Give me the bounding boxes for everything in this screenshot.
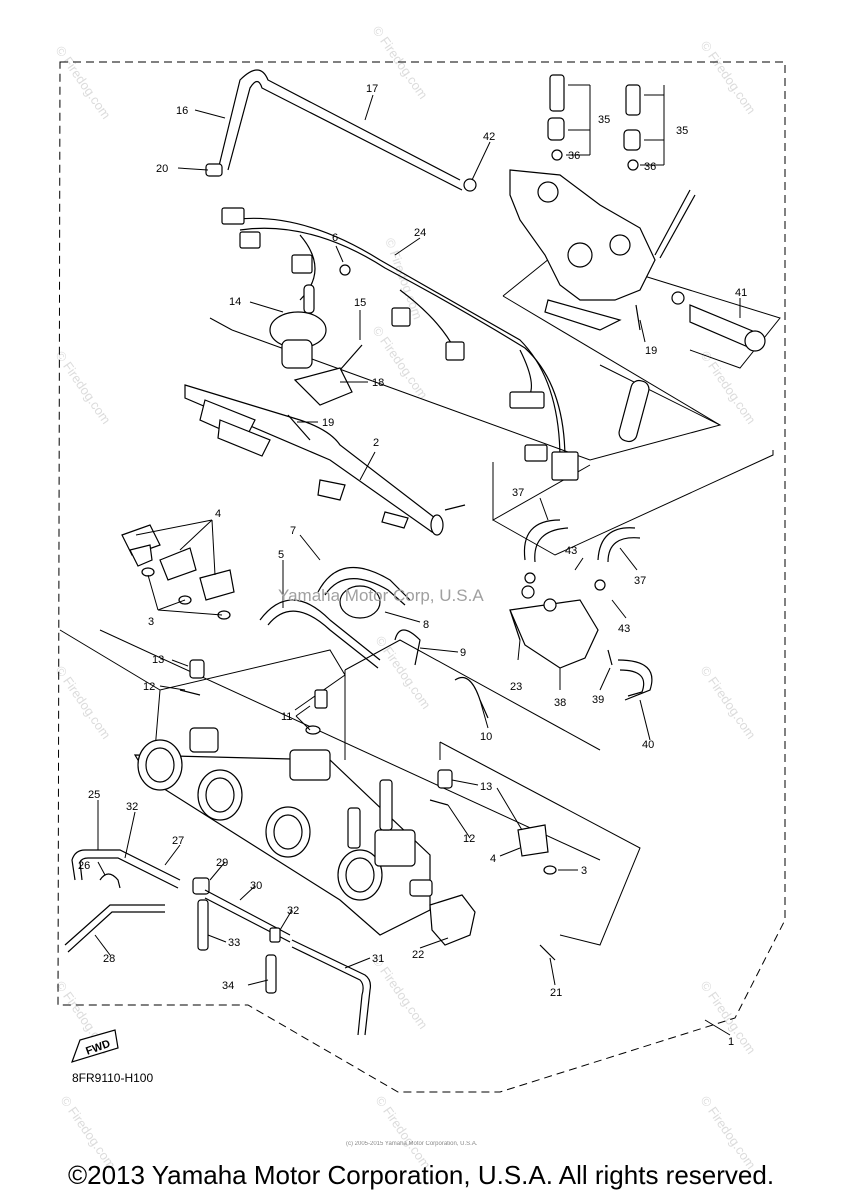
copyright-notice: ©2013 Yamaha Motor Corporation, U.S.A. A…: [67, 1160, 775, 1190]
watermark-text: © Firedog.com: [373, 633, 434, 712]
callout-43: 43: [565, 545, 577, 557]
callout-labels: 1 2 3 3 4 4 5 7 6 8 9 10 11 12 12 13 13 …: [78, 83, 747, 1048]
callout-33: 33: [228, 937, 240, 949]
watermark-text: © Firedog.com: [698, 663, 759, 742]
callout-5: 5: [278, 549, 284, 561]
callout-21: 21: [550, 987, 562, 999]
callout-9: 9: [460, 647, 466, 659]
parts-drawing: [64, 69, 766, 1036]
callout-12: 12: [143, 681, 155, 693]
callout-26: 26: [78, 860, 90, 872]
callout-15: 15: [354, 297, 366, 309]
callout-38: 38: [554, 697, 566, 709]
callout-39: 39: [592, 694, 604, 706]
callout-32: 32: [126, 801, 138, 813]
callout-12: 12: [463, 833, 475, 845]
callout-14: 14: [229, 296, 241, 308]
callout-19: 19: [645, 345, 657, 357]
callout-29: 29: [216, 857, 228, 869]
small-watermark: (c) 2005-2015 Yamaha Motor Corporation, …: [346, 1141, 478, 1147]
callout-34: 34: [222, 980, 234, 992]
callout-36: 36: [568, 150, 580, 162]
callout-20: 20: [156, 163, 168, 175]
callout-17: 17: [366, 83, 378, 95]
watermark-text: © Firedog.com: [53, 663, 114, 742]
watermark-text: © Firedog.com: [53, 43, 114, 122]
watermark-text: © Firedog.com: [698, 38, 759, 117]
leader-lines: [94, 84, 741, 1036]
callout-6: 6: [332, 232, 338, 244]
callout-41: 41: [735, 287, 747, 299]
watermark-text: © Firedog.com: [698, 348, 759, 427]
callout-18: 18: [372, 377, 384, 389]
callout-37: 37: [512, 487, 524, 499]
callout-40: 40: [642, 739, 654, 751]
callout-23: 23: [510, 681, 522, 693]
callout-32: 32: [287, 905, 299, 917]
callout-28: 28: [103, 953, 115, 965]
callout-4: 4: [490, 853, 496, 865]
callout-7: 7: [290, 525, 296, 537]
callout-24: 24: [414, 227, 426, 239]
callout-3: 3: [148, 616, 154, 628]
callout-43: 43: [618, 623, 630, 635]
callout-25: 25: [88, 789, 100, 801]
callout-35: 35: [598, 114, 610, 126]
callout-3: 3: [581, 865, 587, 877]
callout-16: 16: [176, 105, 188, 117]
group-lines: [59, 249, 781, 946]
callout-1: 1: [728, 1036, 734, 1048]
callout-13: 13: [480, 781, 492, 793]
watermark-text: © Firedog.com: [370, 323, 431, 402]
callout-36: 36: [644, 161, 656, 173]
callout-35: 35: [676, 125, 688, 137]
callout-2: 2: [373, 437, 379, 449]
callout-11: 11: [281, 711, 292, 723]
callout-19: 19: [322, 417, 334, 429]
assembly-boundary: [57, 61, 786, 1093]
callout-8: 8: [423, 619, 429, 631]
watermark-text: © Firedog.com: [53, 348, 114, 427]
callout-31: 31: [372, 953, 384, 965]
callout-22: 22: [412, 949, 424, 961]
callout-37: 37: [634, 575, 646, 587]
callout-27: 27: [172, 835, 184, 847]
callout-30: 30: [250, 880, 262, 892]
diagram-code: 8FR9110-H100: [72, 1071, 154, 1085]
callout-4: 4: [215, 508, 221, 520]
callout-13: 13: [152, 654, 164, 666]
callout-10: 10: [480, 731, 492, 743]
center-watermark: Yamaha Motor Corp, U.S.A: [278, 586, 484, 605]
callout-42: 42: [483, 131, 495, 143]
